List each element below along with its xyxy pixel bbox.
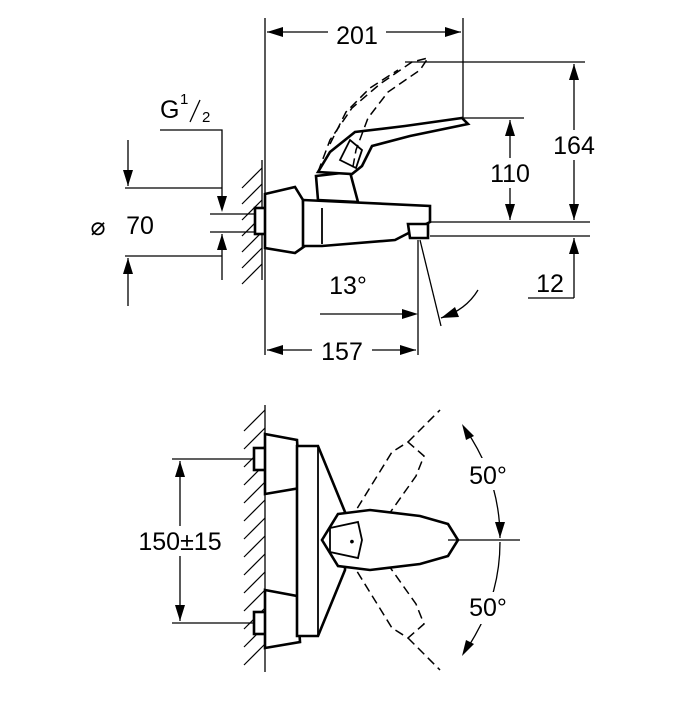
dim-swing-left: 50° <box>469 462 507 490</box>
dim-thread-numerator: 1 <box>180 91 188 108</box>
lever-indicator-icon: • <box>350 533 355 549</box>
top-view: • 150±15 50° 50° <box>124 405 520 672</box>
side-view: 201 157 164 110 12 13° <box>90 18 603 366</box>
dim-diameter-symbol: ⌀ <box>90 213 105 241</box>
dim-projection: 157 <box>321 338 363 366</box>
dim-thread-letter: G <box>160 96 179 124</box>
dim-lever-height: 110 <box>490 160 530 188</box>
dim-outlet-height: 12 <box>536 270 564 298</box>
dim-height-total: 164 <box>553 132 595 160</box>
top-faucet-body: • <box>252 409 460 671</box>
dim-swing-right: 50° <box>469 594 507 622</box>
side-faucet-body <box>253 56 471 255</box>
dim-thread-denominator: 2 <box>202 109 210 126</box>
dim-spout-angle: 13° <box>329 272 367 300</box>
dim-width-total: 201 <box>336 22 378 50</box>
dim-diameter-value: 70 <box>126 212 154 240</box>
dim-centers: 150±15 <box>138 528 221 556</box>
